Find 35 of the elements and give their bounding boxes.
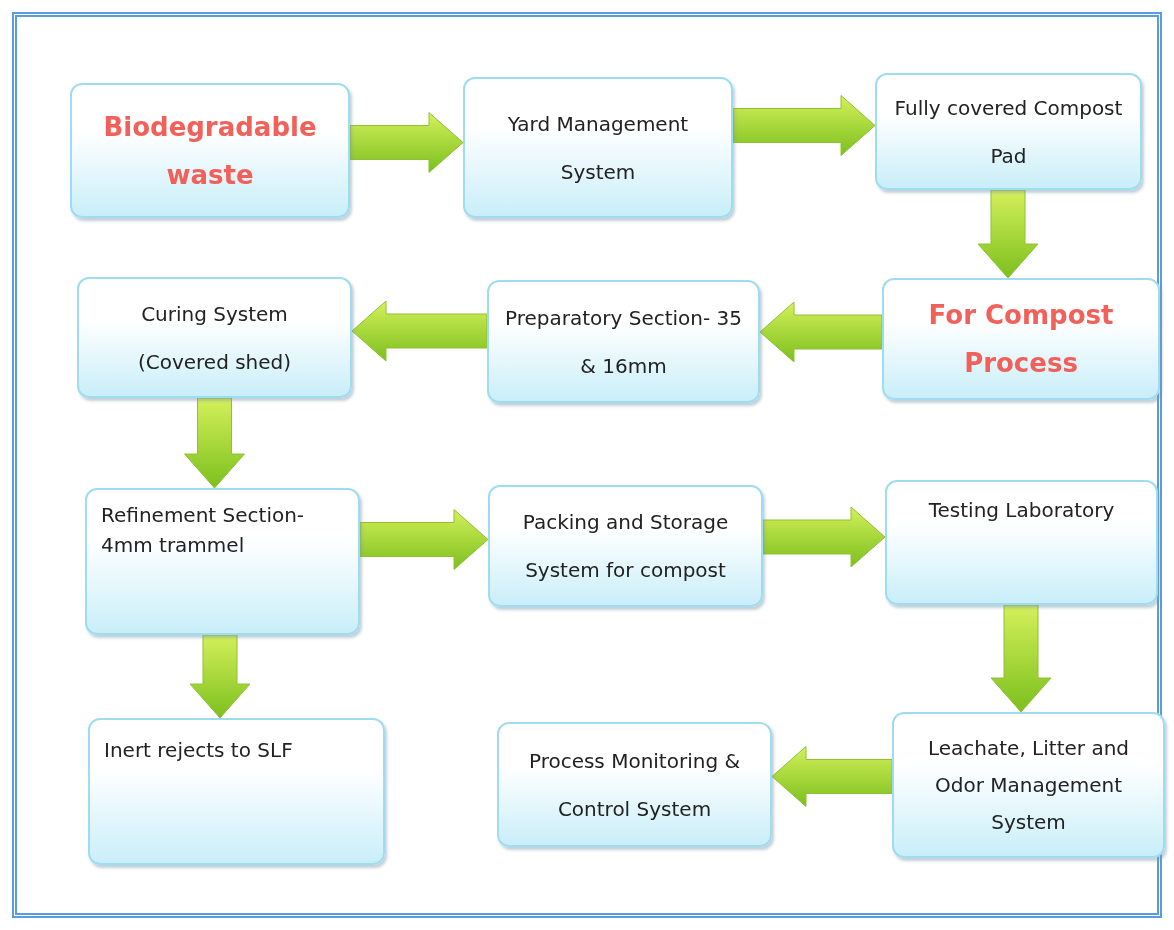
arrow — [359, 509, 489, 570]
process-box — [885, 480, 1158, 605]
box-label: Fully covered Compost Pad — [893, 94, 1124, 170]
box-label: Refinement Section-4mm trammel — [101, 502, 306, 559]
process-box — [497, 722, 772, 847]
box-label: Leachate, Litter and Odor Management System — [926, 734, 1130, 836]
process-box — [875, 73, 1142, 190]
process-box — [487, 280, 760, 403]
process-box — [882, 278, 1160, 400]
box-label: Curing System (Covered shed) — [136, 300, 293, 376]
arrow — [349, 112, 464, 173]
process-box — [70, 83, 350, 218]
process-box — [892, 712, 1165, 858]
box-label: Inert rejects to SLF — [104, 737, 294, 764]
box-label: Yard Management System — [506, 110, 690, 186]
arrow — [189, 634, 251, 719]
arrow — [351, 300, 488, 362]
box-label: Testing Laboratory — [927, 497, 1116, 524]
process-box — [488, 485, 763, 607]
arrow — [762, 506, 886, 568]
box-label: Preparatory Section- 35 & 16mm — [503, 304, 744, 380]
arrow — [977, 189, 1039, 279]
process-box — [77, 277, 352, 398]
box-label: For Compost Process — [927, 299, 1115, 380]
arrow — [732, 95, 876, 156]
process-box — [88, 718, 385, 865]
arrow — [759, 301, 883, 363]
process-box — [463, 77, 733, 218]
arrow — [990, 604, 1052, 713]
process-box — [85, 488, 360, 635]
box-label: Packing and Storage System for compost — [521, 509, 730, 584]
arrow — [771, 746, 893, 807]
box-label: Biodegradable waste — [102, 110, 318, 192]
box-label: Process Monitoring & Control System — [527, 747, 742, 823]
arrow — [184, 397, 245, 489]
